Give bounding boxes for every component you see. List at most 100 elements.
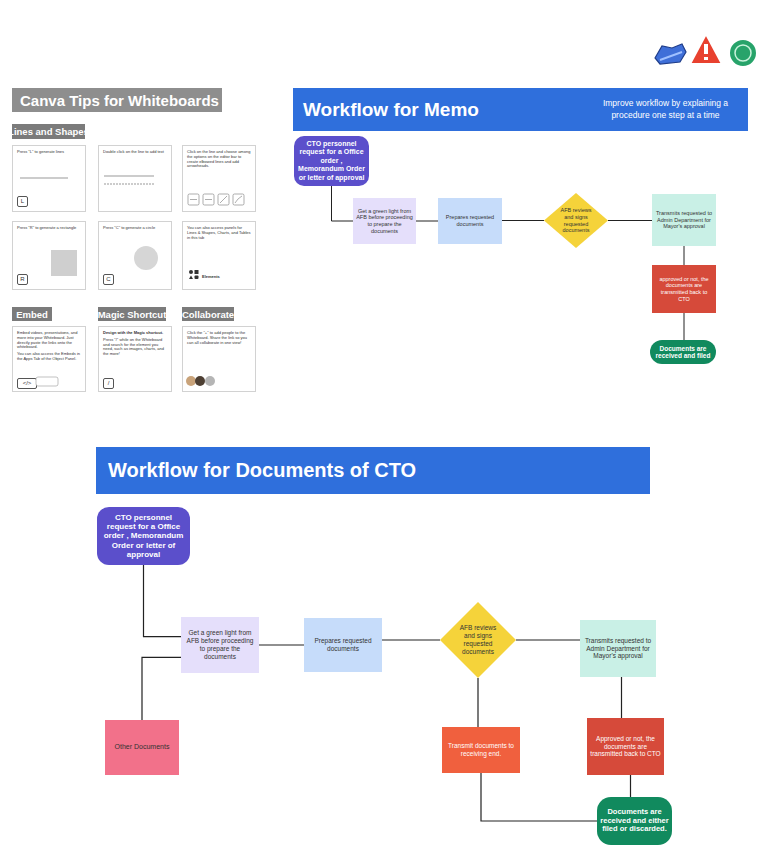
workflow-heading-band: Workflow for Memo Improve workflow by exp…: [293, 88, 748, 131]
node-text: R: [20, 276, 24, 283]
heading-text: Collaborate: [182, 309, 234, 320]
rectangle-sample: [51, 250, 77, 276]
process-box: Other Documents: [105, 720, 179, 775]
node-text: Elements: [202, 275, 220, 280]
process-box: Approved or not, the documents are trans…: [587, 718, 664, 775]
node-text: Other Documents: [115, 743, 170, 751]
badge-sticker: [729, 39, 757, 67]
node-text: CTO personnel request for a Office order…: [297, 140, 366, 182]
heading-text: Workflow for Documents of CTO: [108, 459, 416, 482]
connector: [630, 775, 631, 797]
line-sample: [104, 184, 154, 185]
node-text: Prepares requested documents: [307, 637, 379, 653]
node-text: Double click on the line to add text: [103, 150, 167, 155]
node-text: Approved or not, the documents are trans…: [590, 735, 661, 758]
connector: [684, 246, 685, 265]
connector: [502, 220, 544, 221]
node-text: L: [21, 198, 24, 205]
workflow-heading-band: Workflow for Documents of CTO: [96, 447, 650, 494]
tip-card: Press "R" to generate a rectangleR: [12, 221, 86, 290]
process-box: approved or not, the documents are trans…: [652, 265, 716, 313]
node-text: Documents are received and filed: [652, 345, 714, 359]
warning-sticker: [690, 34, 722, 64]
node-text: Click the "+" to add people to the White…: [187, 331, 251, 345]
shortcut-key: C: [103, 274, 114, 285]
connector: [621, 677, 622, 718]
connector: [481, 773, 597, 821]
tips-heading-band: Canva Tips for Whiteboards: [12, 88, 222, 112]
process-box: Prepares requested documents: [438, 198, 502, 244]
connector: [332, 186, 354, 221]
connector: [516, 639, 580, 640]
shortcut-key: L: [17, 196, 28, 207]
heading-text: Workflow for Memo: [303, 99, 479, 121]
line-sample: [104, 176, 154, 177]
node-text: Transmit documents to receiving end.: [445, 742, 517, 758]
node-text: Design with the Magic shortcut.: [103, 331, 167, 336]
shortcut-key: R: [17, 274, 28, 285]
connector: [259, 644, 304, 645]
node-text: You can also access the Embeds in the Ap…: [17, 352, 81, 362]
section-tag: Lines and Shapes: [12, 124, 85, 139]
node-text: Documents are received and either filed …: [600, 808, 669, 834]
connector: [416, 221, 438, 222]
tip-card: Press "L" to generate linesL: [12, 145, 86, 212]
heading-text: Embed: [16, 309, 48, 320]
node-text: Embed videos, presentations, and more in…: [17, 331, 81, 350]
process-box: Get a green light from AFB before procee…: [181, 617, 259, 673]
section-tag: Magic Shortcut: [98, 307, 166, 321]
connector: [684, 313, 685, 340]
request-box: CTO personnel request for a Office order…: [97, 507, 190, 565]
diamond-shape: [544, 193, 608, 248]
connector: [142, 657, 181, 720]
shortcut-key: </>: [17, 378, 37, 389]
node-text: AFB reviews and signs requested document…: [457, 624, 499, 655]
heading-text: Lines and Shapes: [8, 126, 89, 137]
tip-card: Click the "+" to add people to the White…: [182, 326, 256, 392]
node-text: Press "/" while on the Whiteboard and se…: [103, 338, 167, 357]
process-box: Transmits requested to Admin Department …: [580, 620, 656, 677]
process-box: Prepares requested documents: [304, 618, 382, 672]
connector: [382, 639, 440, 640]
line-sample: [20, 178, 68, 179]
section-tag: Collaborate: [182, 307, 234, 321]
line-option-icons: [188, 194, 244, 205]
connector: [477, 678, 478, 727]
heading-text: Magic Shortcut: [98, 309, 167, 320]
node-text: AFB reviews and signs requested document…: [559, 207, 593, 233]
section-tag: Embed: [12, 307, 52, 321]
node-text: Transmits requested to Admin Department …: [583, 637, 653, 660]
tip-card: Press "C" to generate a circleC: [98, 221, 172, 290]
node-text: Press "R" to generate a rectangle: [17, 226, 81, 231]
connector: [144, 565, 182, 637]
heading-text: Canva Tips for Whiteboards: [20, 92, 219, 109]
process-box: Transmits requested to Admin Department …: [652, 194, 716, 246]
decision-diamond: AFB reviews and signs requested document…: [544, 193, 608, 248]
tip-card: Design with the Magic shortcut. Press "/"…: [98, 326, 172, 392]
terminal-pill: Documents are received and filed: [650, 340, 716, 364]
request-box: CTO personnel request for a Office order…: [294, 136, 369, 186]
heading-text: Improve workflow by explaining a procedu…: [593, 98, 738, 120]
shortcut-key: /: [103, 378, 114, 389]
node-text: Transmits requested to Admin Department …: [655, 210, 713, 230]
avatar-group: [186, 376, 215, 386]
process-box: Transmit documents to receiving end.: [442, 727, 520, 773]
terminal-pill: Documents are received and either filed …: [597, 797, 672, 845]
node-text: Press "C" to generate a circle: [103, 226, 167, 231]
connector: [608, 220, 652, 221]
diamond-shape: [440, 602, 516, 678]
node-text: Press "L" to generate lines: [17, 150, 81, 155]
node-text: Click on the line and choose among the o…: [187, 150, 251, 169]
node-text: Get a green light from AFB before procee…: [356, 208, 413, 234]
node-text: You can also access panels for Lines & S…: [187, 226, 251, 240]
node-text: Prepares requested documents: [441, 214, 499, 227]
node-text: C: [106, 276, 110, 283]
node-text: approved or not, the documents are trans…: [655, 276, 713, 302]
tip-card: Embed videos, presentations, and more in…: [12, 326, 86, 392]
node-text: /: [108, 380, 110, 387]
circle-sample: [134, 246, 158, 270]
tip-card: You can also access panels for Lines & S…: [182, 221, 256, 290]
elements-icon: [189, 270, 199, 279]
node-text: Get a green light from AFB before procee…: [184, 629, 256, 660]
